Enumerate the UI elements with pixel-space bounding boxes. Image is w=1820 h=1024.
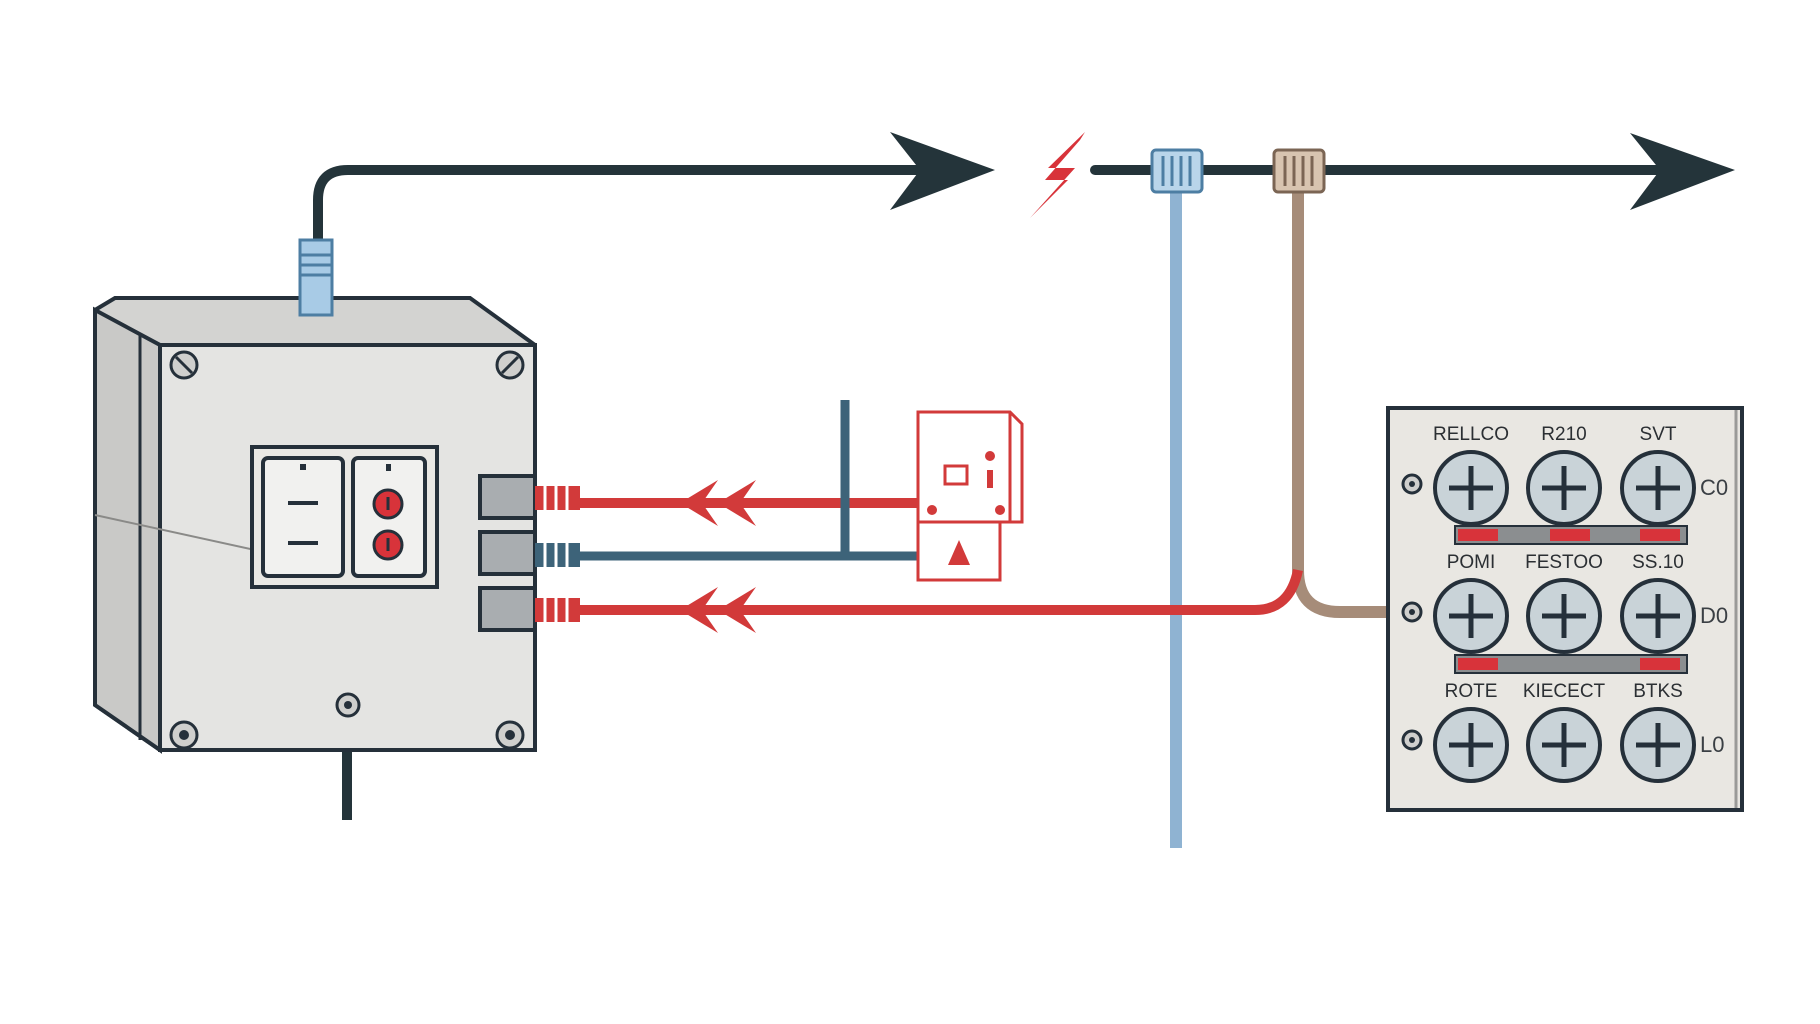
- screw-icon: [1401, 473, 1423, 495]
- terminal-label: SVT: [1640, 424, 1677, 445]
- warning-triangle-icon: [948, 540, 970, 565]
- screw-icon: [1401, 729, 1423, 751]
- screw-icon: [169, 720, 199, 750]
- terminal-label: R210: [1541, 424, 1586, 445]
- screw-icon: [335, 692, 361, 718]
- terminal-label: BTKS: [1633, 681, 1683, 702]
- plus-terminal-icon[interactable]: [1620, 707, 1696, 783]
- red-label-strip: [1454, 525, 1688, 545]
- arrow-head-left: [890, 132, 995, 210]
- red-sensor-module: [916, 410, 1024, 582]
- plus-terminal-icon[interactable]: [1526, 707, 1602, 783]
- screw-icon: [169, 350, 199, 380]
- terminal-label: RELLCO: [1433, 424, 1509, 445]
- screw-icon: [495, 720, 525, 750]
- main-enclosure: [93, 238, 537, 820]
- terminal-label: SS.10: [1632, 552, 1684, 573]
- top-blue-connector: [298, 238, 334, 317]
- plus-terminal-icon[interactable]: [1433, 578, 1509, 654]
- red-cable-upper: [580, 480, 920, 526]
- top-cable: [313, 132, 1735, 250]
- plus-terminal-icon[interactable]: [1433, 707, 1509, 783]
- plus-terminal-icon[interactable]: [1433, 450, 1509, 526]
- rocker-switch[interactable]: [261, 456, 345, 578]
- terminal-label: FESTOO: [1525, 552, 1603, 573]
- plus-terminal-icon[interactable]: [1620, 450, 1696, 526]
- screw-icon: [495, 350, 525, 380]
- red-label-strip: [1454, 654, 1688, 674]
- terminal-label: ROTE: [1445, 681, 1498, 702]
- plus-terminal-icon[interactable]: [1526, 578, 1602, 654]
- screw-icon: [1401, 601, 1423, 623]
- tan-cable-clamp: [1272, 148, 1326, 194]
- plus-terminal-icon[interactable]: [1620, 578, 1696, 654]
- terminal-label: KIECECT: [1523, 681, 1606, 702]
- tan-drop-cable: [1272, 148, 1390, 618]
- lightning-icon: [1030, 132, 1085, 218]
- side-connectors: [478, 474, 580, 632]
- terminal-label: POMI: [1447, 552, 1496, 573]
- row-side-label: D0: [1700, 603, 1728, 628]
- blue-cable: [580, 400, 920, 561]
- row-side-label: C0: [1700, 475, 1728, 500]
- plus-terminal-icon[interactable]: [1526, 450, 1602, 526]
- row-side-label: L0: [1700, 732, 1724, 757]
- red-cable-lower: [580, 568, 1303, 633]
- red-button[interactable]: [372, 488, 404, 520]
- light-blue-drop-cable: [1150, 148, 1204, 848]
- blue-cable-clamp: [1150, 148, 1204, 194]
- arrow-head-right: [1630, 133, 1735, 210]
- red-button[interactable]: [372, 529, 404, 561]
